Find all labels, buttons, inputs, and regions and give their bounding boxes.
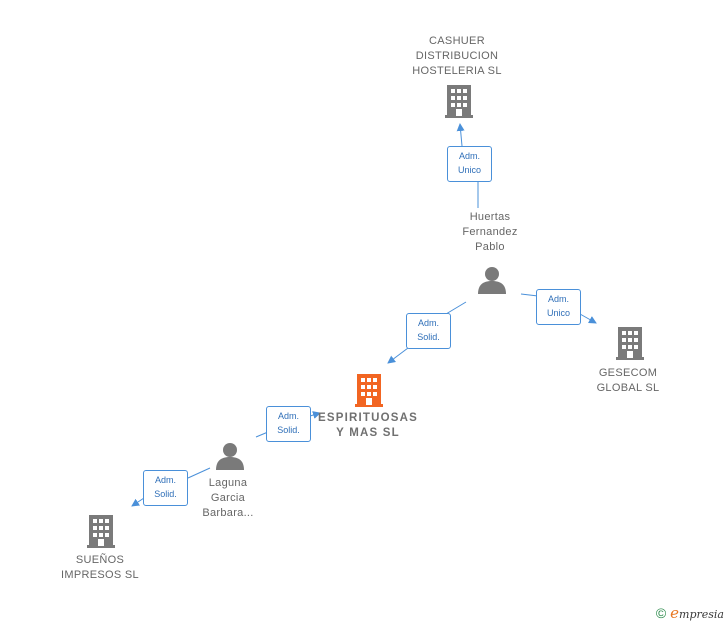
brand-e: e bbox=[670, 604, 680, 622]
edge-label-line: Adm. bbox=[547, 294, 569, 304]
label-line: Huertas bbox=[469, 211, 511, 223]
edge-label-line: Solid. bbox=[154, 489, 177, 499]
company-label-gesecom[interactable]: GESECOM GLOBAL SL bbox=[578, 366, 678, 396]
building-icon[interactable] bbox=[355, 374, 383, 407]
edge-huertas-espirituosas bbox=[388, 301, 467, 363]
edge-label-line: Solid. bbox=[417, 332, 440, 342]
edge-label-laguna-espirituosas: Adm. Solid. bbox=[266, 406, 311, 442]
label-line: CASHUER bbox=[429, 35, 485, 47]
person-label-huertas[interactable]: Huertas Fernandez Pablo bbox=[440, 210, 540, 255]
label-line: Pablo bbox=[475, 241, 505, 253]
label-line: Barbara... bbox=[202, 507, 254, 519]
edge-huertas-gesecom bbox=[520, 293, 596, 323]
building-icon[interactable] bbox=[616, 327, 644, 360]
company-label-espirituosas[interactable]: ESPIRITUOSAS Y MAS SL bbox=[300, 411, 436, 441]
building-icon[interactable] bbox=[445, 85, 473, 118]
label-line: IMPRESOS SL bbox=[61, 569, 139, 581]
person-label-laguna[interactable]: Laguna Garcia Barbara... bbox=[180, 476, 276, 521]
company-label-suenos[interactable]: SUEÑOS IMPRESOS SL bbox=[48, 553, 152, 583]
edge-label-line: Adm. bbox=[154, 475, 176, 485]
edge-label-line: Adm. bbox=[277, 411, 299, 421]
label-line: Laguna bbox=[208, 477, 248, 489]
label-line: Garcia bbox=[210, 492, 246, 504]
label-line: GLOBAL SL bbox=[596, 382, 660, 394]
edge-label-line: Unico bbox=[457, 165, 481, 175]
label-line: ESPIRITUOSAS bbox=[317, 412, 419, 424]
edge-label-line: Unico bbox=[546, 308, 570, 318]
edge-huertas-cashuer bbox=[460, 124, 479, 208]
edge-label-line: Adm. bbox=[417, 318, 439, 328]
brand-rest: mpresia bbox=[679, 608, 724, 621]
label-line: DISTRIBUCION bbox=[415, 50, 499, 62]
edge-label-huertas-cashuer: Adm. Unico bbox=[447, 146, 492, 182]
label-line: HOSTELERIA SL bbox=[412, 65, 502, 77]
company-label-cashuer[interactable]: CASHUER DISTRIBUCION HOSTELERIA SL bbox=[397, 34, 517, 79]
edge-label-huertas-espirituosas: Adm. Solid. bbox=[406, 313, 451, 349]
label-line: GESECOM bbox=[598, 367, 658, 379]
label-line: SUEÑOS bbox=[75, 554, 125, 566]
copyright-icon: © bbox=[655, 605, 667, 621]
edge-label-line: Solid. bbox=[277, 425, 300, 435]
edge-label-laguna-suenos: Adm. Solid. bbox=[143, 470, 188, 506]
edge-label-huertas-gesecom: Adm. Unico bbox=[536, 289, 581, 325]
brand-wordmark: empresia bbox=[670, 604, 724, 622]
label-line: Fernandez bbox=[462, 226, 518, 238]
edge-label-line: Adm. bbox=[458, 151, 480, 161]
edge-laguna-suenos bbox=[132, 467, 211, 506]
person-icon[interactable] bbox=[216, 443, 244, 470]
brand-logo[interactable]: © empresia bbox=[656, 604, 724, 622]
building-icon[interactable] bbox=[87, 515, 115, 548]
person-icon[interactable] bbox=[478, 267, 506, 294]
label-line: Y MAS SL bbox=[336, 427, 400, 439]
